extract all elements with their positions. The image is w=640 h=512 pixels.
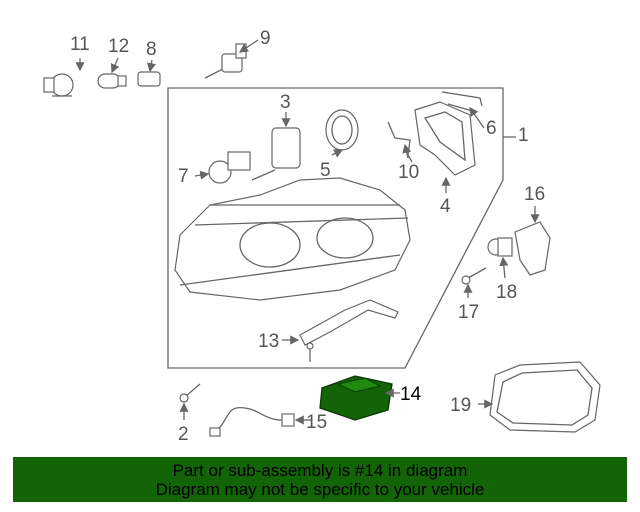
callout-18[interactable]: 18: [496, 282, 517, 303]
part-10-clip[interactable]: [387, 121, 413, 163]
callout-2[interactable]: 2: [178, 424, 189, 445]
callout-6[interactable]: 6: [486, 118, 497, 139]
callout-16[interactable]: 16: [524, 184, 545, 205]
callout-8[interactable]: 8: [146, 39, 157, 60]
callout-17[interactable]: 17: [458, 302, 479, 323]
part-17-bolt[interactable]: [461, 267, 487, 285]
part-12-bulb[interactable]: [97, 73, 127, 89]
part-18-bushing[interactable]: [487, 237, 513, 257]
callout-9[interactable]: 9: [260, 28, 271, 49]
part-19-gasket[interactable]: [489, 361, 601, 433]
part-9-bulb[interactable]: [204, 43, 247, 79]
part-5-ring[interactable]: [325, 109, 359, 151]
part-1-headlamp-assembly[interactable]: [174, 177, 411, 301]
callout-1[interactable]: 1: [518, 125, 529, 146]
callout-5[interactable]: 5: [320, 160, 331, 181]
assembly-frame: [167, 87, 504, 369]
part-7-bulb[interactable]: [208, 151, 251, 184]
part-13-bracket[interactable]: [299, 299, 399, 346]
callout-3[interactable]: 3: [280, 92, 291, 113]
part-11-bulb[interactable]: [43, 73, 74, 97]
part-3-igniter[interactable]: [251, 127, 301, 181]
callout-15[interactable]: 15: [306, 412, 327, 433]
callout-14[interactable]: 14: [400, 384, 422, 405]
part-4-cover-gasket[interactable]: [414, 101, 476, 176]
leader-lines: [75, 39, 540, 425]
callout-13[interactable]: 13: [258, 331, 279, 352]
part-info-banner: Part or sub-assembly is #14 in diagram D…: [13, 457, 627, 502]
part-16-bracket[interactable]: [514, 221, 551, 276]
callout-19[interactable]: 19: [450, 395, 471, 416]
part-2-bolt[interactable]: [179, 383, 201, 403]
callout-10[interactable]: 10: [398, 162, 419, 183]
part-14-control-module[interactable]: [319, 375, 393, 421]
part-8-socket[interactable]: [137, 71, 161, 87]
banner-line-1: Part or sub-assembly is #14 in diagram: [172, 461, 468, 480]
callout-4[interactable]: 4: [440, 196, 451, 217]
callout-12[interactable]: 12: [108, 36, 129, 57]
banner-line-2: Diagram may not be specific to your vehi…: [155, 480, 485, 499]
part-15-harness[interactable]: [209, 407, 295, 437]
callout-7[interactable]: 7: [178, 166, 189, 187]
screw[interactable]: [306, 342, 314, 362]
callout-11[interactable]: 11: [70, 34, 90, 55]
